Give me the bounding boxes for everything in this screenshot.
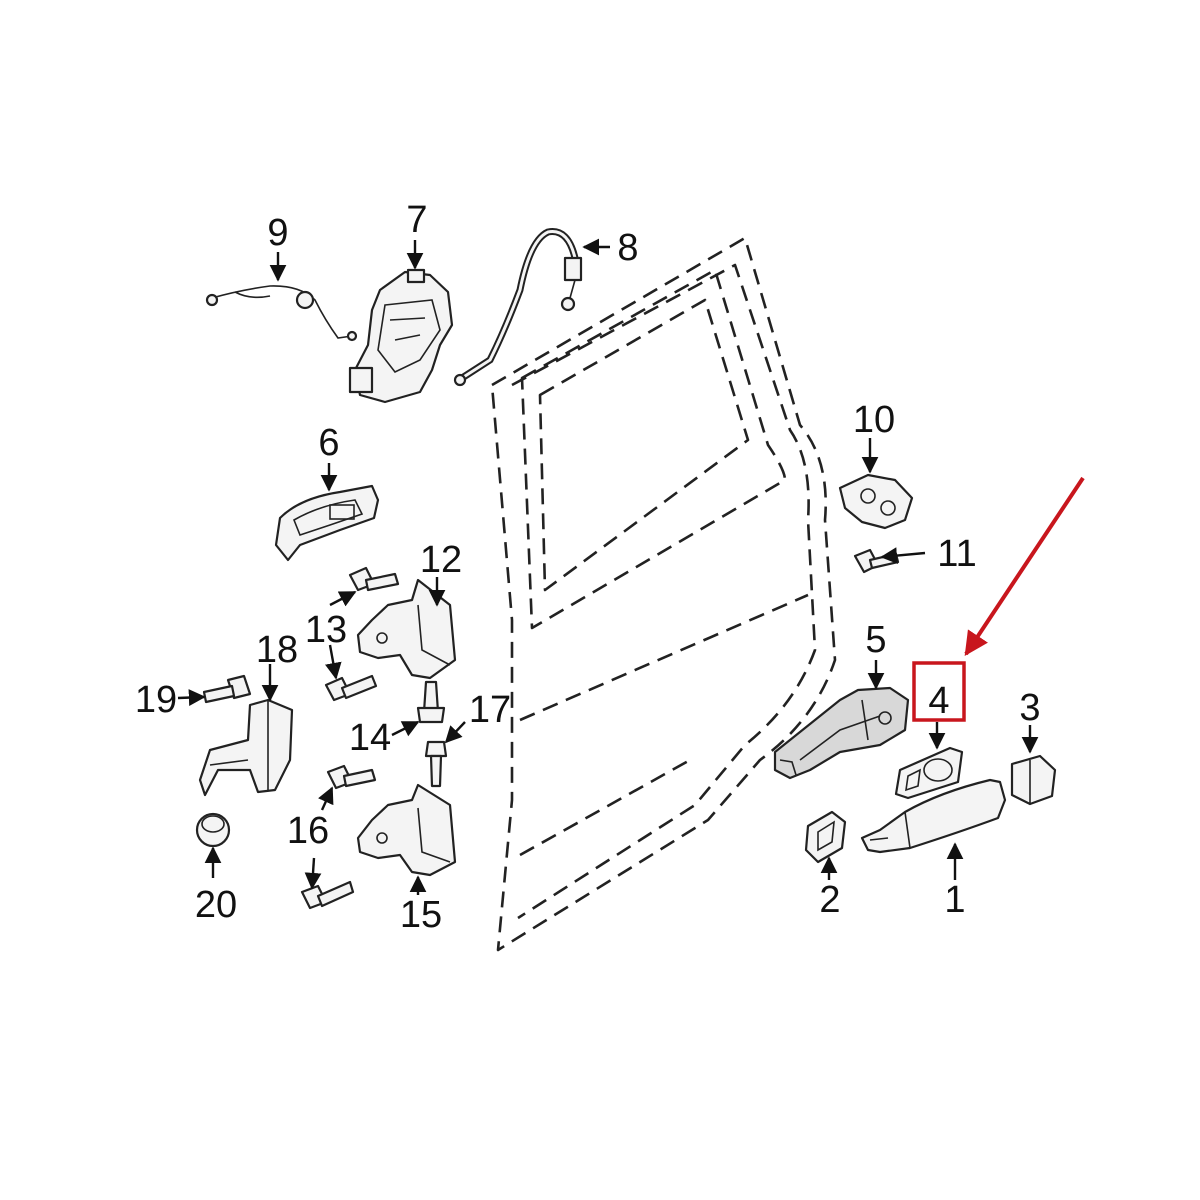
label-part-6: 6 bbox=[318, 422, 339, 464]
part-6-inside-handle bbox=[274, 484, 380, 562]
label-part-15: 15 bbox=[400, 894, 442, 936]
part-9-wire-harness bbox=[205, 285, 358, 342]
label-part-2: 2 bbox=[819, 879, 840, 921]
label-part-14: 14 bbox=[349, 717, 391, 759]
label-part-20: 20 bbox=[195, 884, 237, 926]
part-14-bolt bbox=[416, 680, 446, 724]
part-13-bolts bbox=[324, 566, 400, 702]
part-10-striker bbox=[838, 473, 914, 530]
highlight-arrow bbox=[964, 476, 1085, 656]
label-part-11: 11 bbox=[937, 533, 976, 575]
part-19-bolt bbox=[202, 674, 252, 704]
label-part-4: 4 bbox=[928, 680, 949, 722]
part-18-door-check bbox=[198, 698, 294, 797]
label-part-18: 18 bbox=[256, 629, 298, 671]
part-5-handle-bracket bbox=[773, 686, 910, 780]
part-15-lower-hinge bbox=[356, 783, 457, 877]
highlight-box bbox=[912, 661, 966, 722]
part-11-bolt bbox=[853, 548, 900, 574]
label-part-1: 1 bbox=[944, 879, 965, 921]
label-part-17: 17 bbox=[469, 689, 511, 731]
part-8-cable bbox=[453, 228, 583, 387]
label-part-8: 8 bbox=[617, 227, 638, 269]
callout-labels: 1 2 3 4 5 6 7 8 9 10 11 12 13 14 15 16 1… bbox=[135, 199, 1041, 936]
label-part-5: 5 bbox=[865, 619, 886, 661]
label-part-3: 3 bbox=[1019, 687, 1040, 729]
door-outline bbox=[490, 236, 837, 952]
part-20-grommet bbox=[195, 812, 231, 848]
part-3-end-cap bbox=[1010, 754, 1057, 806]
part-4-gasket bbox=[894, 746, 964, 800]
label-part-7: 7 bbox=[406, 199, 427, 241]
label-part-10: 10 bbox=[853, 399, 895, 441]
label-part-12: 12 bbox=[420, 539, 462, 581]
part-2-trim-pad bbox=[804, 810, 847, 864]
label-part-9: 9 bbox=[267, 212, 288, 254]
part-12-upper-hinge bbox=[356, 578, 457, 680]
label-part-16: 16 bbox=[287, 810, 329, 852]
part-16-bolts bbox=[300, 764, 377, 910]
part-7-latch bbox=[348, 268, 454, 404]
label-part-13: 13 bbox=[305, 609, 347, 651]
label-part-19: 19 bbox=[135, 679, 177, 721]
part-1-outside-handle bbox=[860, 778, 1007, 854]
part-17-bolt bbox=[424, 740, 448, 788]
leader-arrows bbox=[177, 238, 1039, 895]
